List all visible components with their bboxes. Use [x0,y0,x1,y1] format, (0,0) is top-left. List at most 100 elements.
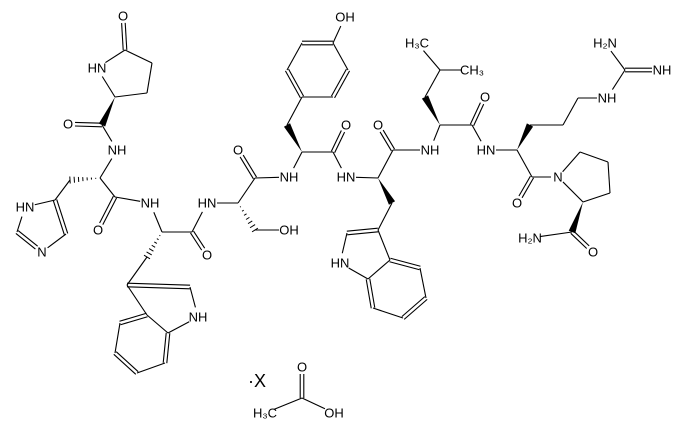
hashed-bond [69,176,97,184]
atom-label: HN [88,61,107,76]
single-bond [126,284,148,316]
salt-multiplier: ·X [248,371,266,391]
wedge-bond [283,123,302,152]
atom-label: CH₃ [460,63,484,78]
single-bond [124,49,153,64]
atom-label: H₂N [518,231,542,246]
single-bond [47,233,67,249]
single-bond [286,42,303,71]
double-bond [469,102,485,126]
atom-label: O [233,143,243,158]
single-bond [433,124,441,141]
single-bond [367,259,391,280]
single-bond [16,216,23,233]
single-bond [286,96,303,126]
single-bond [539,231,573,238]
hashed-bond [239,206,259,233]
atom-label: N [553,170,562,185]
single-bond [293,151,303,169]
single-bond [377,202,393,231]
wedge-bond [421,95,440,125]
single-bond [471,124,482,142]
atom-label: H₃C [253,406,277,421]
atom-label: HN [337,170,356,185]
atom-label: NH [108,143,127,158]
double-bond [346,227,379,236]
single-bond [372,307,404,319]
single-bond [146,62,153,94]
atom-label: O [63,117,73,132]
single-bond [332,25,342,44]
single-bond [610,50,626,71]
double-bond [52,199,69,235]
double-bond [379,129,396,152]
atom-label: NH [598,91,617,106]
atom-label: HN [198,196,217,211]
double-bond [365,278,376,309]
double-bond [570,230,590,249]
atom-label: O [341,118,351,133]
single-bond [579,151,609,163]
single-bond [114,92,148,98]
double-bond [190,230,206,251]
wedge-bond [98,97,115,127]
single-bond [126,256,148,286]
atom-label: NH [280,170,299,185]
single-bond [54,179,71,201]
atom-label: O [93,223,103,238]
double-bond [126,282,191,290]
single-bond [191,211,203,233]
single-bond [254,176,280,179]
double-bond [625,67,652,73]
atom-label: O [373,118,383,133]
atom-label: H₂N [593,36,617,51]
double-bond [99,195,118,225]
atom-label: H₃C [405,36,429,51]
double-bond [389,257,421,271]
single-bond [153,212,163,233]
double-bond [239,154,258,180]
single-bond [301,397,326,410]
atom-label: O [297,360,307,375]
single-bond [274,397,303,410]
single-bond [611,69,626,90]
double-bond [162,332,171,364]
single-bond [332,151,342,169]
single-bond [377,149,394,179]
atom-label: OH [279,223,299,238]
double-bond [121,22,128,51]
double-bond [119,312,148,326]
atom-label: NH [653,63,672,78]
single-bond [237,177,256,204]
single-bond [332,42,349,71]
double-bond [330,130,346,154]
wedge-bond [517,123,534,150]
single-bond [516,149,533,178]
wedge-bond [378,178,396,205]
double-bond [518,175,535,199]
single-bond [562,151,581,173]
atom-label: N [37,245,46,260]
single-bond [101,76,116,98]
single-bond [99,158,113,179]
single-bond [419,267,427,299]
hashed-bond [143,234,161,260]
double-bond [401,296,428,320]
single-bond [99,177,116,198]
atom-label: OH [335,10,355,25]
single-bond [562,181,584,203]
single-bond [423,50,441,71]
single-bond [34,199,56,206]
double-bond [113,351,139,375]
single-bond [167,321,190,334]
single-bond [348,267,369,280]
single-bond [377,229,391,261]
wedge-bond [568,202,583,234]
atom-label: HN [16,200,35,215]
single-bond [341,232,348,254]
single-bond [189,286,196,308]
double-bond [302,40,333,46]
atom-label: NH [421,143,440,158]
